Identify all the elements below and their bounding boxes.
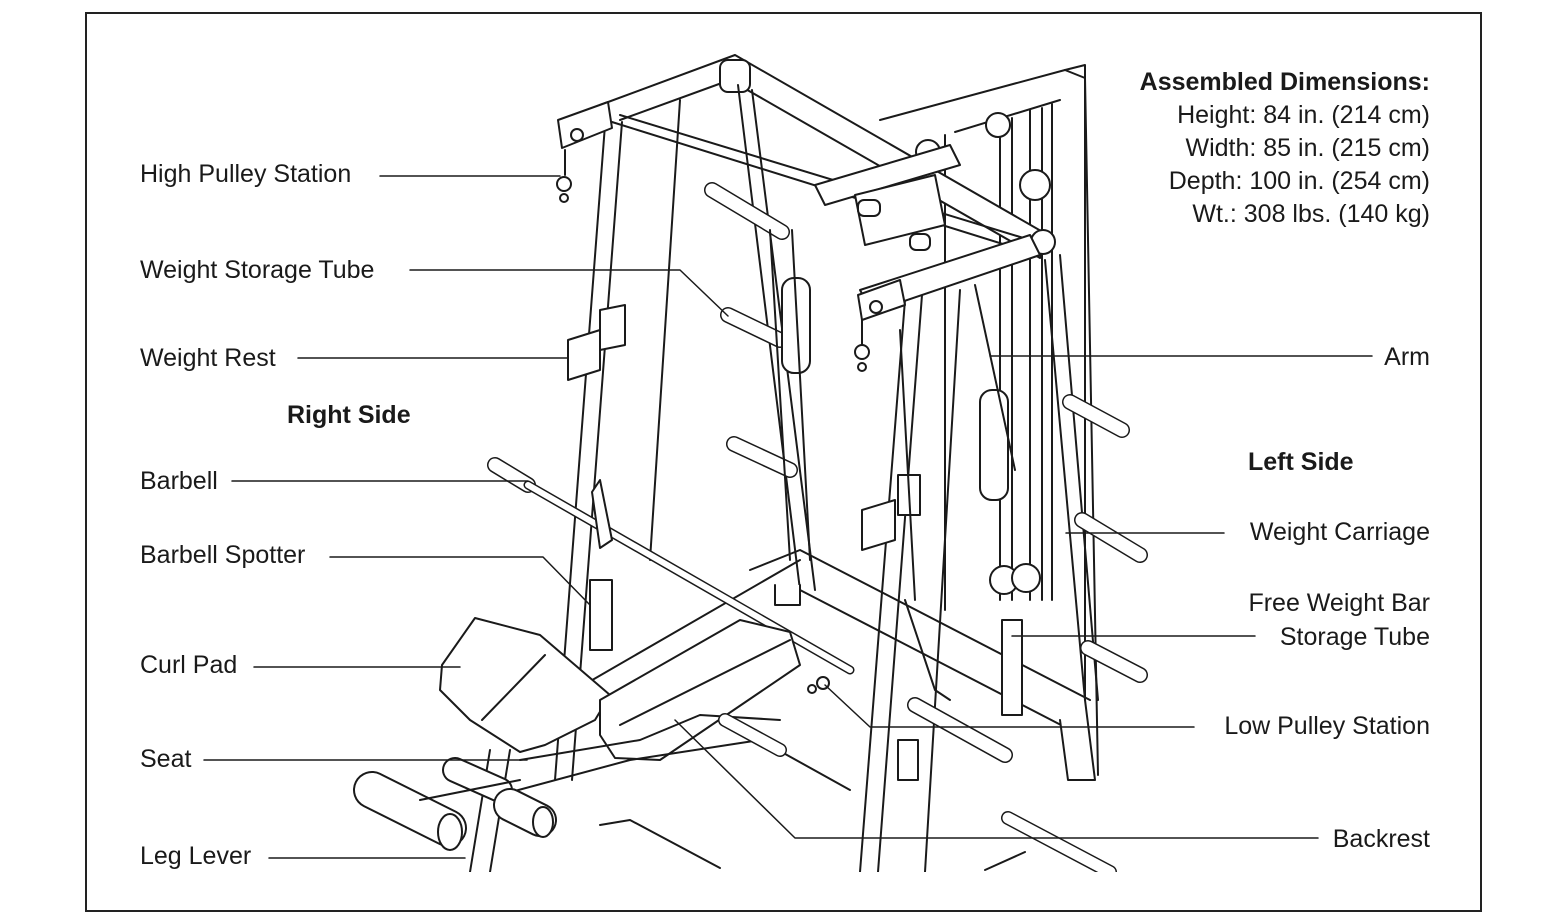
- label-weight-carriage: Weight Carriage: [1249, 518, 1430, 546]
- dimension-width: Width: 85 in. (215 cm): [1185, 134, 1430, 162]
- weight-stack-frame: [879, 64, 1099, 776]
- label-weight-rest: Weight Rest: [140, 344, 276, 372]
- front-lower-bar: [984, 811, 1117, 872]
- right-upright: [814, 144, 1099, 872]
- label-backrest: Backrest: [1332, 825, 1430, 853]
- leader-lines: [203, 175, 1373, 859]
- label-seat: Seat: [140, 745, 192, 773]
- label-arm: Arm: [1384, 343, 1430, 371]
- label-storage-tube: Storage Tube: [1279, 623, 1430, 651]
- label-barbell-spotter: Barbell Spotter: [140, 541, 306, 569]
- label-right-side: Right Side: [287, 401, 411, 429]
- label-low-pulley-station: Low Pulley Station: [1224, 712, 1430, 740]
- dimension-depth: Depth: 100 in. (254 cm): [1168, 167, 1430, 195]
- barbell-graphic: [487, 304, 896, 675]
- gym-illustration: [203, 54, 1373, 872]
- dimension-weight: Wt.: 308 lbs. (140 kg): [1192, 200, 1430, 228]
- label-high-pulley-station: High Pulley Station: [140, 160, 352, 188]
- storage-tubes: [704, 182, 1148, 763]
- label-curl-pad: Curl Pad: [140, 651, 238, 679]
- bench: [439, 617, 851, 872]
- dimension-height: Height: 84 in. (214 cm): [1177, 101, 1430, 129]
- leg-lever-rollers: [353, 757, 557, 851]
- label-weight-storage-tube: Weight Storage Tube: [140, 256, 375, 284]
- label-left-side: Left Side: [1248, 448, 1354, 476]
- label-free-weight-bar: Free Weight Bar: [1248, 589, 1430, 617]
- label-leg-lever: Leg Lever: [140, 842, 252, 870]
- pulleys: [556, 101, 946, 694]
- label-barbell: Barbell: [140, 467, 218, 495]
- assembled-dimensions: Assembled Dimensions: Height: 84 in. (21…: [1140, 66, 1430, 231]
- dimensions-heading: Assembled Dimensions:: [1139, 68, 1430, 96]
